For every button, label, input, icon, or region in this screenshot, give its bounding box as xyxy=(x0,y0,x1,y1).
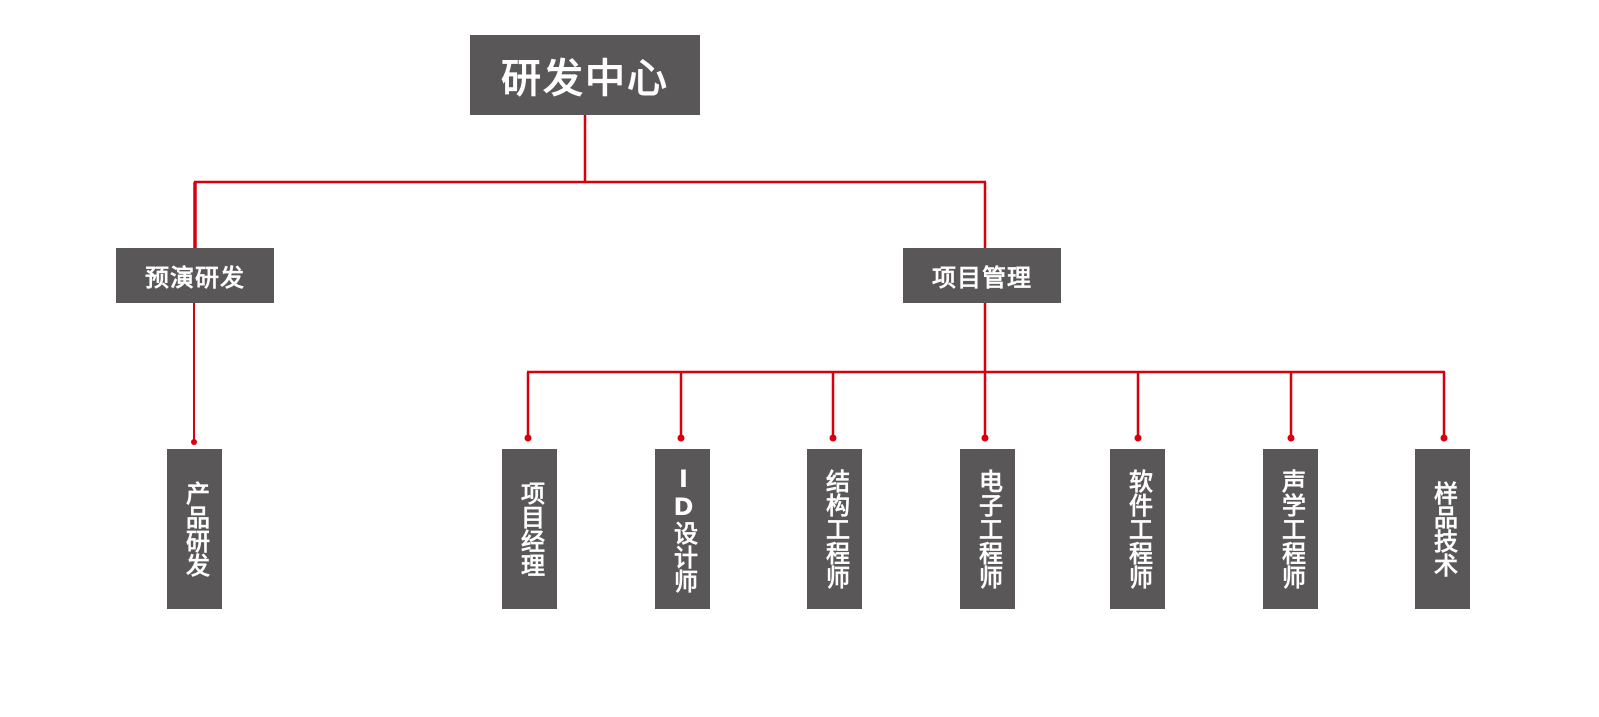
connector-dot-soft xyxy=(1134,434,1142,442)
root-node-label: 研发中心 xyxy=(501,56,669,102)
connector-dot-prod xyxy=(191,439,197,445)
connector-dot-struct xyxy=(829,434,837,442)
role-node-label: 声学工程师 xyxy=(1277,469,1306,589)
role-node-electronic-engineer: 电子工程师 xyxy=(960,449,1015,609)
role-node-software-engineer: 软件工程师 xyxy=(1110,449,1165,609)
role-node-label: ID设计师 xyxy=(669,465,698,593)
role-node-label: 样品技术 xyxy=(1429,481,1458,577)
connector-dot-pmgr xyxy=(524,434,532,442)
role-node-id-designer: ID设计师 xyxy=(655,449,710,609)
connector-dot-elec xyxy=(981,434,989,442)
connector-dot-sample xyxy=(1440,434,1448,442)
role-node-label: 产品研发 xyxy=(181,481,210,577)
role-node-acoustic-engineer: 声学工程师 xyxy=(1263,449,1318,609)
role-node-sample-technician: 样品技术 xyxy=(1415,449,1470,609)
connector-dot-id xyxy=(677,434,685,442)
root-node-rd-center: 研发中心 xyxy=(470,35,700,115)
role-node-structural-engineer: 结构工程师 xyxy=(807,449,862,609)
connector-dot-acou xyxy=(1287,434,1295,442)
dept-node-prerd: 预演研发 xyxy=(116,248,274,303)
role-node-project-manager: 项目经理 xyxy=(502,449,557,609)
dept-node-label: 项目管理 xyxy=(932,264,1032,292)
role-node-label: 软件工程师 xyxy=(1124,469,1153,589)
role-node-label: 电子工程师 xyxy=(974,469,1003,589)
dept-node-label: 预演研发 xyxy=(145,264,245,292)
role-node-label: 项目经理 xyxy=(516,481,545,577)
role-node-product-rd: 产品研发 xyxy=(167,449,222,609)
role-node-label: 结构工程师 xyxy=(821,469,850,589)
dept-node-project-management: 项目管理 xyxy=(903,248,1061,303)
